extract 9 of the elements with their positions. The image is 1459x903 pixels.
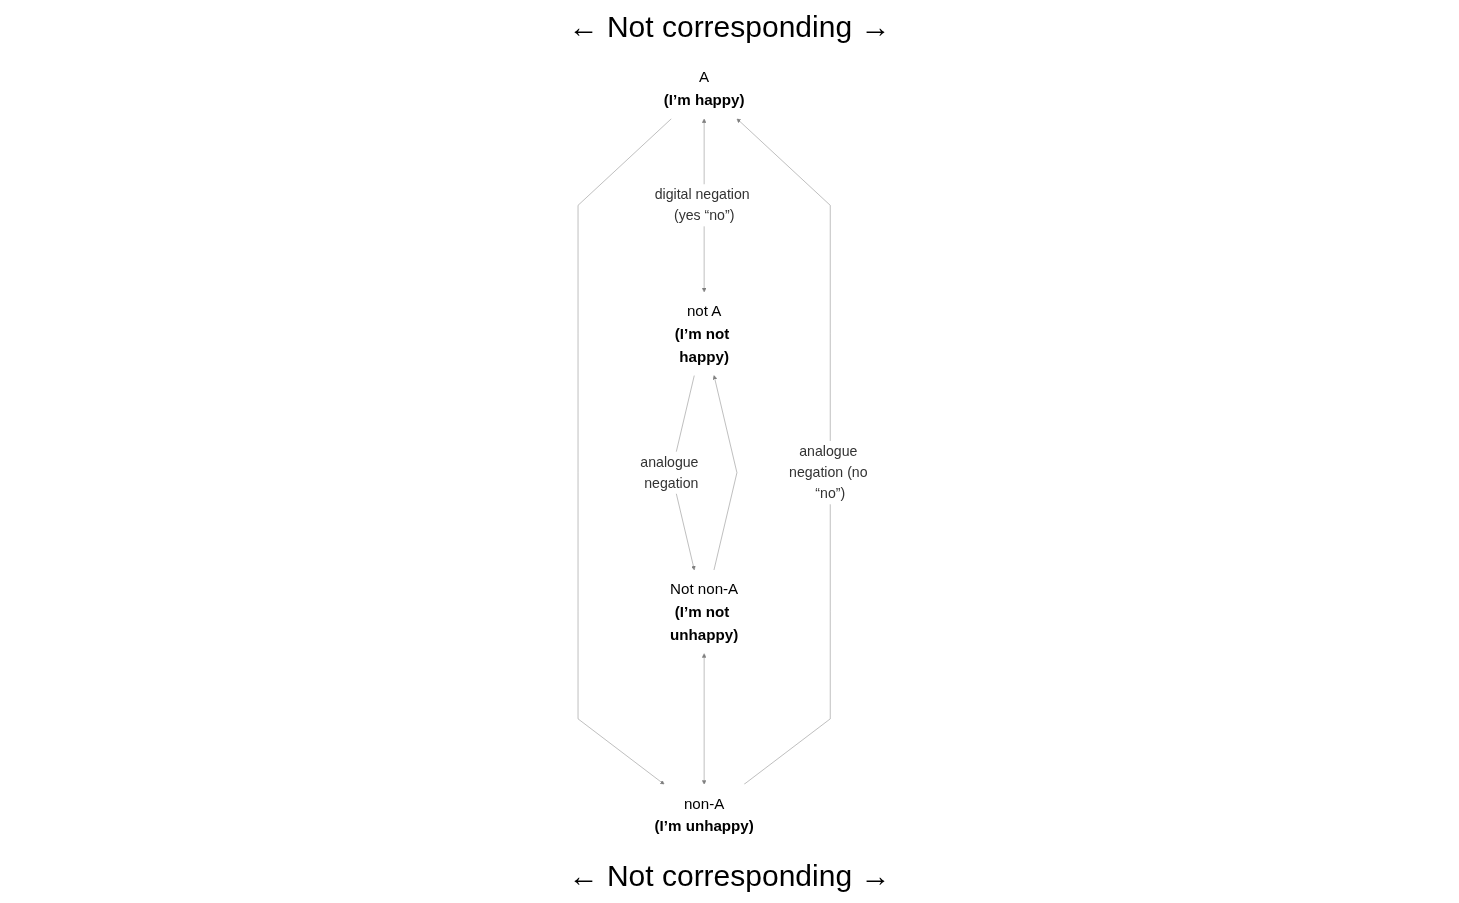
- node-text: A (I’m happy): [663, 68, 745, 108]
- caption-text: ← Not corresponding →: [568, 10, 891, 44]
- node-text: not A (I’m not happy): [674, 302, 730, 365]
- node-text: non-A (I’m unhappy): [654, 795, 754, 835]
- caption-text: ← Not corresponding →: [568, 859, 891, 893]
- edge-label: digital negation (yes “no”): [654, 186, 750, 224]
- edge-label: analogue negation: [640, 454, 699, 491]
- node-text: Not non-A (I’m not unhappy): [670, 580, 739, 643]
- edge-label: analogue negation (no “no”): [789, 443, 868, 502]
